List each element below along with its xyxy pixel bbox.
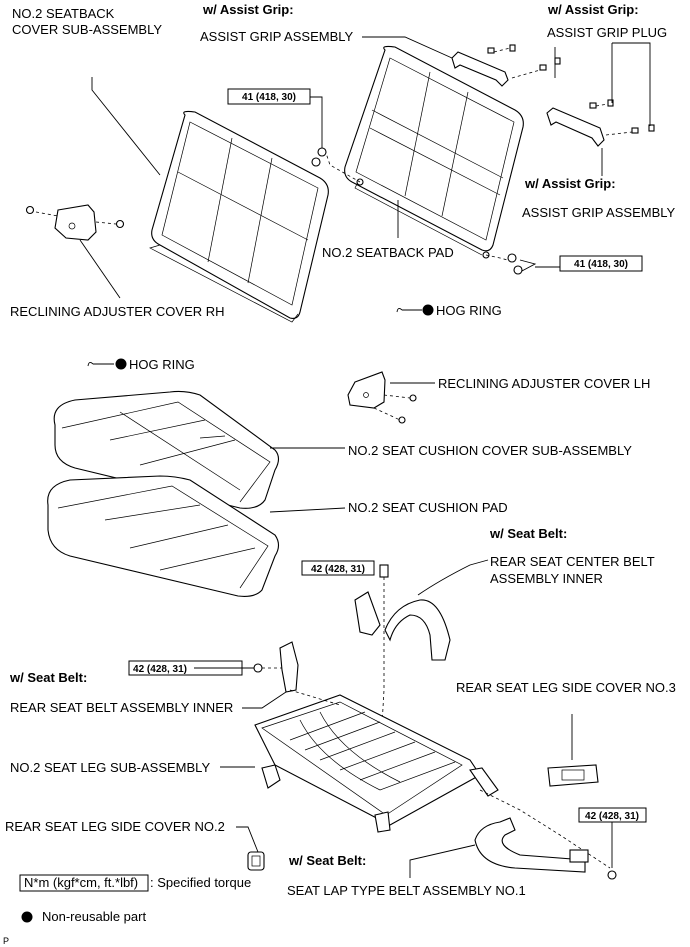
label-hog-ring-2: HOG RING (129, 357, 195, 372)
label-center-belt-line1: REAR SEAT CENTER BELT (490, 554, 655, 569)
leg-cover-2-drawing (236, 826, 265, 871)
legend-torque-box (19, 874, 149, 892)
label-reclining-cover-rh: RECLINING ADJUSTER COVER RH (10, 304, 225, 319)
nonreusable-dot-icon (21, 911, 33, 923)
label-reclining-cover-lh: RECLINING ADJUSTER COVER LH (438, 376, 650, 391)
label-assist-grip-assembly-2: ASSIST GRIP ASSEMBLY (522, 205, 676, 220)
torque-box-5: 42 (428, 31) (578, 807, 647, 823)
assist-grip-2-drawing (546, 99, 655, 147)
torque-box-3: 42 (428, 31) (301, 560, 375, 576)
seatback-cover-drawing (149, 110, 329, 323)
label-lap-belt: SEAT LAP TYPE BELT ASSEMBLY NO.1 (287, 883, 526, 898)
hog-ring-symbol-2 (87, 358, 127, 370)
center-belt-drawing (354, 559, 489, 761)
belt-inner-drawing (242, 641, 299, 709)
footer-code: P (3, 936, 9, 946)
label-seat-belt-condition-2: w/ Seat Belt: (9, 670, 87, 685)
label-seatback-pad: NO.2 SEATBACK PAD (322, 245, 454, 260)
label-hog-ring-1: HOG RING (436, 303, 502, 318)
torque-box-2: 41 (418, 30) (559, 255, 643, 272)
leader-lines-middle (269, 382, 435, 513)
label-leg-cover-3: REAR SEAT LEG SIDE COVER NO.3 (456, 680, 676, 695)
hog-ring-symbol-1 (396, 304, 434, 316)
cushion-pad-drawing (47, 475, 280, 597)
label-seatback-cover-line1: NO.2 SEATBACK (12, 6, 115, 21)
legend-torque-desc: : Specified torque (150, 875, 251, 890)
label-assist-grip-condition-1: w/ Assist Grip: (202, 2, 294, 17)
label-cushion-cover: NO.2 SEAT CUSHION COVER SUB-ASSEMBLY (348, 443, 632, 458)
label-belt-inner: REAR SEAT BELT ASSEMBLY INNER (10, 700, 233, 715)
label-assist-grip-condition-3: w/ Assist Grip: (524, 176, 616, 191)
label-assist-grip-plug: ASSIST GRIP PLUG (547, 25, 667, 40)
torque-value-4: 42 (428, 31) (133, 664, 187, 675)
label-cushion-pad: NO.2 SEAT CUSHION PAD (348, 500, 508, 515)
label-seatback-cover-line2: COVER SUB-ASSEMBLY (12, 22, 162, 37)
seatback-pad-drawing (344, 45, 524, 259)
seat-leg-drawing (220, 689, 611, 869)
legend: N*m (kgf*cm, ft.*lbf) : Specified torque… (19, 874, 251, 924)
torque-box-1: 41 (418, 30) (227, 88, 311, 105)
torque-value-3: 42 (428, 31) (311, 564, 365, 575)
cushion-cover-drawing (53, 390, 280, 509)
label-leg-cover-2: REAR SEAT LEG SIDE COVER NO.2 (5, 819, 225, 834)
label-seat-belt-condition-1: w/ Seat Belt: (489, 526, 567, 541)
label-assist-grip-assembly-1: ASSIST GRIP ASSEMBLY (200, 29, 354, 44)
torque-value-2: 41 (418, 30) (574, 259, 628, 270)
recl-cover-lh-drawing (347, 371, 417, 424)
label-seat-belt-condition-3: w/ Seat Belt: (288, 853, 366, 868)
leg-cover-3-drawing (547, 714, 599, 787)
bolts-top (25, 147, 523, 275)
recl-cover-rh-drawing (35, 204, 121, 299)
label-assist-grip-condition-2: w/ Assist Grip: (547, 2, 639, 17)
legend-nonreusable: Non-reusable part (42, 909, 146, 924)
legend-torque-unit: N*m (kgf*cm, ft.*lbf) (24, 875, 138, 890)
label-seat-leg: NO.2 SEAT LEG SUB-ASSEMBLY (10, 760, 210, 775)
label-center-belt-line2: ASSEMBLY INNER (490, 571, 603, 586)
torque-box-4: 42 (428, 31) (128, 660, 254, 676)
assist-grip-1-drawing (451, 44, 561, 87)
torque-value-1: 41 (418, 30) (242, 92, 296, 103)
lap-belt-drawing (409, 817, 617, 880)
torque-value-5: 42 (428, 31) (585, 811, 639, 822)
